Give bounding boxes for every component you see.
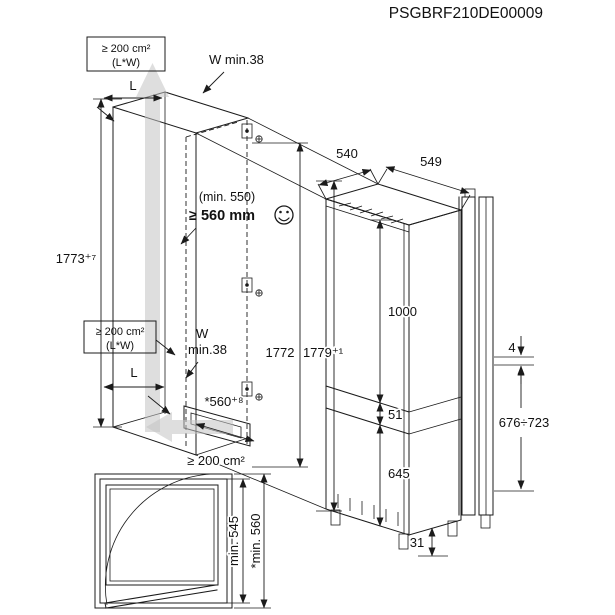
dim-540-label: 540	[336, 146, 358, 161]
base-grille	[337, 494, 399, 526]
plan-min-545-label: min. 545	[226, 516, 241, 566]
hinge-pin	[464, 188, 476, 198]
dim-51-label: 51	[388, 407, 402, 422]
w-min-top-label: W min.38	[209, 52, 264, 67]
side-foot	[480, 514, 491, 529]
hinge-icon	[241, 123, 263, 143]
dim-1779-label: 1779⁺¹	[303, 345, 344, 360]
mid-vent-area-label	[83, 320, 157, 354]
min38-mid-label: min.38	[188, 342, 227, 357]
dim-1773-label: 1773⁺⁷	[56, 251, 97, 266]
appliance-isometric-view	[324, 183, 463, 550]
dim-549-label: 549	[420, 154, 442, 169]
dim-645-label: 645	[388, 466, 410, 481]
dim-676-723-label: 676÷723	[499, 415, 550, 430]
mid-vent-label-line2: (L*W)	[106, 340, 134, 352]
label-box	[86, 36, 166, 72]
projection-lines	[195, 117, 379, 510]
door-swing-plan-view	[94, 473, 233, 609]
w-mid-label: W	[196, 326, 209, 341]
mid-vent-label-line1: ≥ 200 cm²	[96, 326, 145, 338]
side-profile-view	[458, 188, 534, 529]
dim-1772-label: 1772	[266, 345, 295, 360]
top-grille	[338, 202, 404, 224]
dim-4-label: 4	[508, 340, 515, 355]
appliance-foot	[398, 533, 409, 550]
appliance-foot	[447, 520, 458, 537]
dim-1000-label: 1000	[388, 304, 417, 319]
door-swing-arc	[104, 473, 213, 606]
hinge-icon	[241, 381, 263, 401]
dim-560-plinth-label: *560⁺⁸	[204, 394, 243, 409]
model-number: PSGBRF210DE00009	[389, 5, 543, 22]
l-mid-label: L	[130, 365, 137, 380]
top-vent-label-line2: (L*W)	[112, 57, 140, 69]
niche-isometric-view	[112, 91, 263, 456]
dim-31-label: 31	[410, 535, 424, 550]
smiley-icon	[274, 205, 294, 225]
hinge-icon	[241, 277, 263, 297]
label-box	[83, 320, 157, 354]
airflow-intake-arrow-icon	[146, 412, 233, 442]
l-top-label: L	[129, 78, 136, 93]
bottom-vent-label: ≥ 200 cm²	[187, 453, 245, 468]
airflow-arrows	[136, 63, 233, 442]
dimension-annotations	[93, 71, 525, 609]
min-550-label: (min. 550)	[199, 190, 255, 204]
top-vent-label-line1: ≥ 200 cm²	[102, 43, 151, 55]
ge-560-label: ≥ 560 mm	[189, 208, 255, 224]
airflow-up-arrow-icon	[136, 63, 169, 432]
plan-min-560-label: *min. 560	[248, 514, 263, 569]
top-vent-area-label	[86, 36, 166, 72]
